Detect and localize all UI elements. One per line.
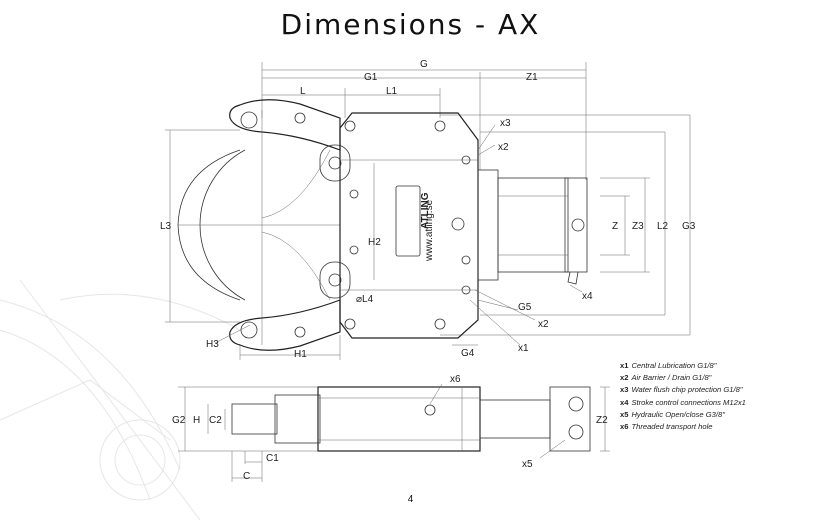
legend-text: Threaded transport hole [631,422,713,432]
dim-G3: G3 [682,221,696,232]
legend-text: Air Barrier / Drain G1/8" [631,373,712,383]
legend-text: Water flush chip protection G1/8" [631,385,743,395]
workpiece [177,110,340,345]
side-view [178,383,610,482]
dim-L4: ⌀L4 [356,294,374,305]
dim-H3: H3 [206,339,219,350]
legend-key: x2 [620,373,629,383]
bottom-dimensions-top-view [214,124,583,360]
legend-key: x6 [620,422,629,432]
dim-Z1: Z1 [526,72,538,83]
legend-text: Central Lubrication G1/8" [631,361,717,370]
legend-key: x4 [620,397,629,407]
dim-G2: G2 [172,415,186,426]
legend-text: Stroke control connections M12x1 [631,397,746,407]
dim-Z3: Z3 [632,221,644,232]
legend-text: Hydraulic Open/close G3/8" [631,409,725,419]
dim-G5: G5 [518,302,532,313]
dim-C2: C2 [209,415,222,426]
callout-x3: x3 [500,118,511,129]
logo-text: ATLING [420,192,431,229]
callout-x4: x4 [582,291,593,302]
dim-H: H [193,415,200,426]
callout-x6: x6 [450,374,461,385]
dim-L3: L3 [160,221,172,232]
page-number: 4 [407,494,414,505]
main-body [319,112,479,339]
dim-G4: G4 [461,348,475,359]
dim-L1: L1 [386,86,398,97]
dim-C: C [243,471,250,482]
gripper-arms [229,99,341,351]
dim-Z: Z [612,221,618,232]
dim-H1: H1 [294,349,307,360]
top-dimensions [261,62,587,180]
legend-key: x1 [620,361,629,370]
dim-C1: C1 [266,453,279,464]
hydraulic-cylinder [477,169,588,285]
dim-L: L [300,86,306,97]
callout-x2-top: x2 [498,142,509,153]
dim-L2: L2 [657,221,669,232]
legend-key: x3 [620,385,629,395]
dim-G1: G1 [364,72,378,83]
callout-x5: x5 [522,459,533,470]
page-title: Dimensions - AX [280,8,541,41]
callout-x2: x2 [538,319,549,330]
dim-G: G [420,59,428,70]
dim-Z2: Z2 [596,415,608,426]
background-blueprint [0,279,241,521]
website-text: www.atling.se [424,199,435,262]
right-dimensions [440,114,691,336]
legend-key: x5 [620,409,629,419]
dim-H2: H2 [368,237,381,248]
callout-x1: x1 [518,343,529,354]
